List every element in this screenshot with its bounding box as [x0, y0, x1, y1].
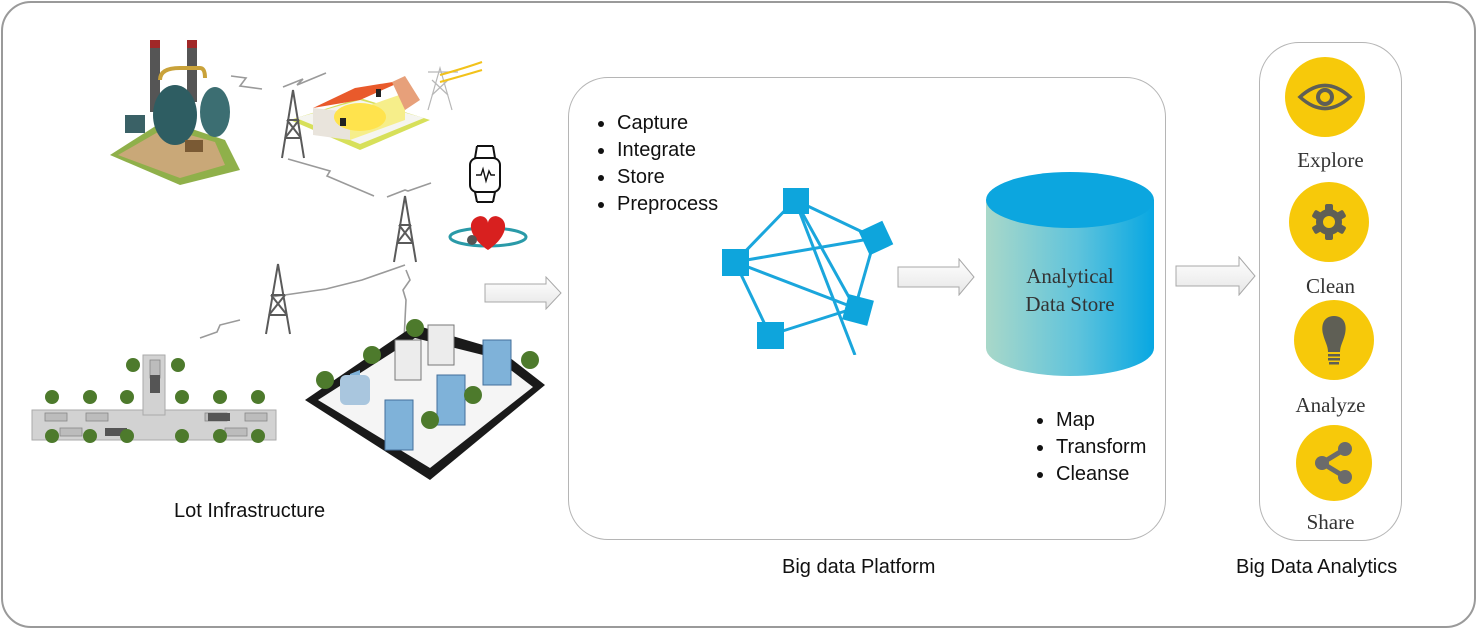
flow-arrow-icon	[1175, 256, 1256, 296]
network-node	[722, 249, 749, 276]
infrastructure-title: Lot Infrastructure	[174, 500, 326, 522]
list-item: Integrate	[597, 137, 718, 164]
analytics-title: Big Data Analytics	[1236, 556, 1398, 578]
analytics-item-label: Share	[1306, 510, 1355, 534]
cell-tower-icon	[281, 89, 305, 159]
data-store-label: Analytical Data Store	[986, 262, 1154, 318]
power-pylon-icon	[427, 61, 483, 111]
data-store-label-line1: Analytical	[1026, 264, 1114, 288]
list-item: Map	[1036, 407, 1146, 434]
smartwatch-icon	[469, 145, 501, 203]
smart-home-icon	[290, 76, 430, 150]
data-store-label-line2: Data Store	[1025, 292, 1115, 316]
city-block-icon	[305, 319, 545, 480]
analyze-badge	[1294, 300, 1374, 380]
cell-tower-icon	[393, 195, 417, 263]
share-icon	[1315, 442, 1352, 484]
ingest-steps-list: Capture Integrate Store Preprocess	[595, 110, 718, 218]
lightbulb-icon	[1322, 316, 1346, 365]
eye-icon	[1297, 83, 1353, 111]
network-node	[757, 322, 784, 349]
network-node	[858, 220, 894, 256]
infrastructure-illustration	[31, 40, 545, 480]
city-street-icon	[31, 354, 277, 443]
analytics-item-label: Explore	[1297, 148, 1364, 172]
cell-tower-icon	[265, 263, 291, 335]
explore-badge	[1285, 57, 1365, 137]
factory-icon	[110, 40, 240, 185]
gear-icon	[1312, 204, 1346, 240]
flow-arrow-icon	[484, 276, 562, 310]
analytics-item-label: Clean	[1306, 274, 1355, 298]
list-item: Preprocess	[597, 191, 718, 218]
list-item: Transform	[1036, 434, 1146, 461]
network-node	[783, 188, 809, 214]
analytics-item-label: Analyze	[1295, 393, 1366, 417]
wireless-links	[199, 72, 432, 341]
list-item: Capture	[597, 110, 718, 137]
heart-stethoscope-icon	[448, 216, 528, 250]
list-item: Store	[597, 164, 718, 191]
list-item: Cleanse	[1036, 461, 1146, 488]
clean-badge	[1289, 182, 1369, 262]
flow-arrow-icon	[897, 258, 975, 296]
network-node	[842, 294, 874, 326]
network-graph-icon	[722, 188, 894, 355]
analytical-data-store-icon	[986, 172, 1154, 376]
store-steps-list: Map Transform Cleanse	[1034, 407, 1146, 488]
platform-title: Big data Platform	[782, 556, 936, 578]
share-badge	[1296, 425, 1372, 501]
